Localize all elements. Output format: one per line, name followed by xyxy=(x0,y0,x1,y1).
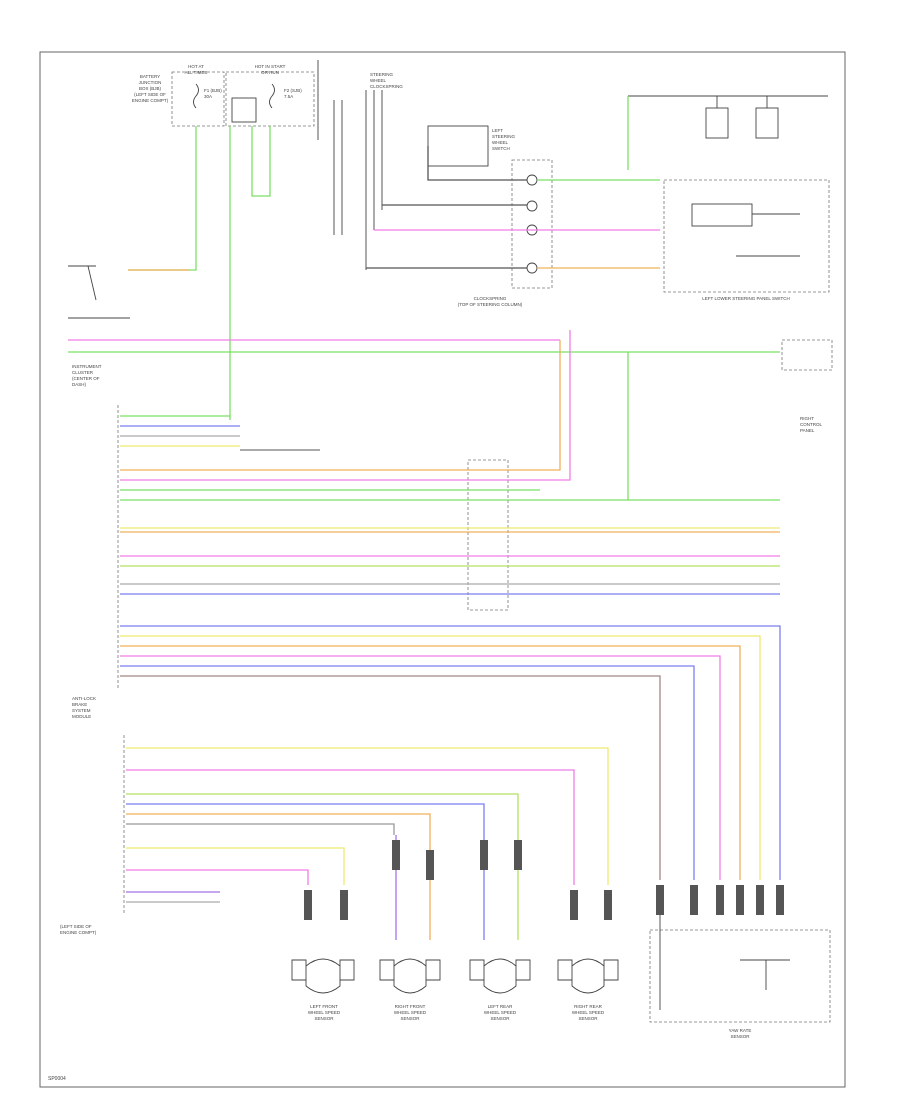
clockspring-contact-1 xyxy=(526,174,538,186)
wire-abs-pink-1 xyxy=(120,655,721,880)
diagram-frame xyxy=(39,51,846,1088)
stub-rr-a xyxy=(570,890,578,920)
right-panel-frame xyxy=(781,339,833,371)
switch-module-1 xyxy=(705,107,729,139)
stub-lf-a xyxy=(392,840,400,870)
fuse-f2-symbol xyxy=(269,83,275,109)
stub-rf-a xyxy=(480,840,488,870)
wire-sensor-pink-1 xyxy=(126,769,575,885)
clockspring-contact-4 xyxy=(526,262,538,274)
wire-abs-blue-2 xyxy=(120,625,781,880)
stub-rf-b xyxy=(514,840,522,870)
wire-clockspring-dark-3 xyxy=(427,146,527,181)
wire-bus-pink-1 xyxy=(120,330,571,481)
lower-panel-switch-label: LEFT LOWER STEERING PANEL SWITCH xyxy=(702,296,789,301)
fuse-f2-label: F2 (SJB)7.5A xyxy=(284,88,302,99)
stub-rr-b xyxy=(604,890,612,920)
fuse-f1-symbol xyxy=(193,83,199,109)
wire-sensor-pink-2 xyxy=(126,869,309,885)
wire-sensor-yellow-1 xyxy=(126,747,609,885)
right-switch-area: LEFT LOWER STEERING PANEL SWITCH xyxy=(627,95,830,301)
stub-lf-b xyxy=(426,850,434,880)
fuse-f1-label: F1 (BJB)30A xyxy=(204,88,222,99)
connector-stubs xyxy=(304,840,784,920)
wire-abs-orange-1 xyxy=(120,645,741,880)
wire-power-feed-3 xyxy=(251,126,271,197)
footer-code: SP0004 xyxy=(48,1076,66,1082)
wire-abs-gray-2 xyxy=(120,675,661,880)
stub-yaw-d xyxy=(736,885,744,915)
center-connector xyxy=(467,459,509,611)
switch-module-2 xyxy=(755,107,779,139)
left-input-switch xyxy=(68,265,130,319)
clockspring-contact-2 xyxy=(526,200,538,212)
sensor-body-rr xyxy=(557,958,619,994)
panel-switch-body xyxy=(691,203,753,227)
wire-sensor-blue-1 xyxy=(126,803,485,835)
sensor-body-rf xyxy=(379,958,441,994)
stub-yaw-e xyxy=(756,885,764,915)
wire-sensor-green-1 xyxy=(126,793,519,835)
wire-abs-yellow-2 xyxy=(120,635,761,880)
left-steering-switch-box xyxy=(427,125,489,167)
stub-yaw-f xyxy=(776,885,784,915)
wire-sensor-yellow-2 xyxy=(126,847,345,885)
lower-panel-switch-frame xyxy=(663,179,830,293)
sensor-body-lr xyxy=(469,958,531,994)
left-switch-arm xyxy=(87,265,97,301)
fuse-box-left xyxy=(171,71,225,127)
clockspring-label: CLOCKSPRING(TOP OF STEERING COLUMN) xyxy=(458,296,523,307)
sensor-body-lf xyxy=(291,958,355,994)
wire-abs-blue-3 xyxy=(120,665,695,880)
stub-ll-a xyxy=(304,890,312,920)
wire-sensor-orange-1 xyxy=(126,813,431,835)
wire-bus-orange-1 xyxy=(120,340,561,471)
stub-ll-b xyxy=(340,890,348,920)
wire-sensor-dark-1 xyxy=(126,823,395,835)
wire-power-feed-1 xyxy=(128,126,197,271)
stub-yaw-c xyxy=(716,885,724,915)
relay-symbol xyxy=(231,97,257,123)
yaw-sensor-frame xyxy=(649,929,831,1023)
clockspring-box xyxy=(511,159,553,289)
stub-yaw-b xyxy=(690,885,698,915)
stub-yaw-a xyxy=(656,885,664,915)
